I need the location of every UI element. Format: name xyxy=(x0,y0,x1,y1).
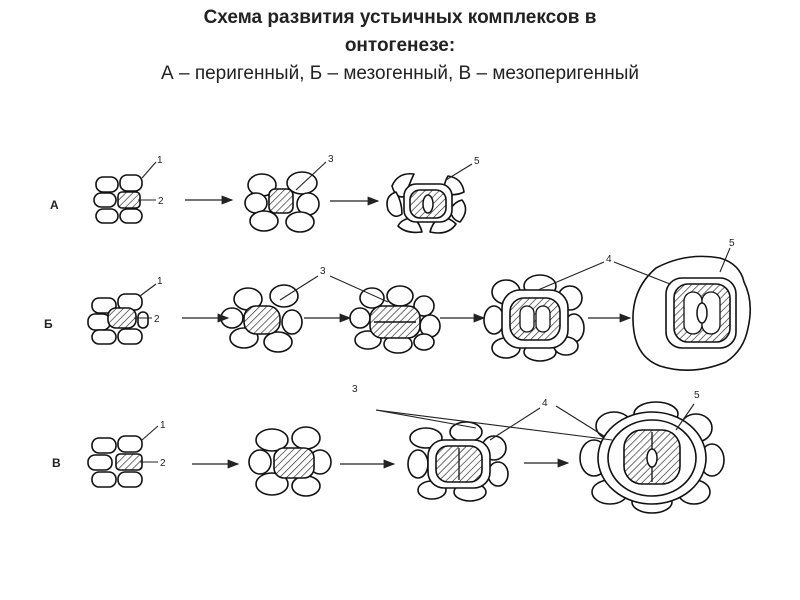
row-label-c: В xyxy=(52,456,61,470)
row-c-callout-5-leader xyxy=(675,403,695,431)
row-label-a: А xyxy=(50,198,59,212)
slide-title: Схема развития устьичных комплексов в он… xyxy=(0,4,800,88)
title-subtitle: А – перигенный, Б – мезогенный, В – мезо… xyxy=(161,63,639,84)
row-b-callout-3b-leader xyxy=(329,275,389,303)
row-b-callout-1: 1 xyxy=(157,276,163,287)
row-b-stage-3 xyxy=(349,285,441,354)
row-label-b: Б xyxy=(44,317,53,331)
row-c-stage-1 xyxy=(87,435,143,488)
title-line-1: Схема развития устьичных комплексов в xyxy=(203,7,597,28)
row-c-stage-3 xyxy=(407,421,509,502)
row-b-callout-5-leader xyxy=(719,247,731,273)
row-c-callout-3b-leader xyxy=(375,409,613,441)
row-c-callout-1-leader xyxy=(141,425,159,441)
row-b-stage-4 xyxy=(483,274,585,362)
row-a-callout-3: 3 xyxy=(328,154,334,165)
row-a-callout-5-leader xyxy=(445,163,473,181)
row-a-callout-2: 2 xyxy=(158,196,164,207)
row-b-stage-1 xyxy=(87,293,149,345)
row-c-callout-1: 1 xyxy=(160,420,166,431)
row-a-stage-1 xyxy=(93,174,143,224)
row-b-callout-3a-leader xyxy=(279,275,319,301)
row-b-callout-3: 3 xyxy=(320,266,326,277)
row-c-stage-2 xyxy=(248,426,332,497)
title-line-2: онтогенезе: xyxy=(344,35,456,56)
row-a-callout-3-leader xyxy=(295,161,327,191)
row-c-callout-5: 5 xyxy=(694,390,700,401)
row-b-callout-2: 2 xyxy=(154,314,160,325)
row-a-callout-1: 1 xyxy=(157,155,163,166)
row-b-callout-4: 4 xyxy=(606,254,612,265)
row-b-stage-5 xyxy=(632,255,752,371)
row-b-callout-4b-leader xyxy=(613,261,671,285)
row-b-callout-1-leader xyxy=(139,283,157,297)
row-a-callout-5: 5 xyxy=(474,156,480,167)
row-c-callout-3: 3 xyxy=(352,384,358,395)
row-c-callout-4: 4 xyxy=(542,398,548,409)
row-c-callout-2: 2 xyxy=(160,458,166,469)
row-c-stage-4 xyxy=(579,401,725,514)
row-a-stage-2 xyxy=(244,171,320,233)
row-c-callout-4b-leader xyxy=(555,405,605,437)
row-c-callout-4a-leader xyxy=(489,407,541,441)
row-b-callout-5: 5 xyxy=(729,238,735,249)
row-c-callout-3a-leader xyxy=(375,409,477,429)
row-a-callout-1-leader xyxy=(141,161,157,179)
row-b-callout-4a-leader xyxy=(537,261,605,291)
row-a-stage-3 xyxy=(386,172,467,234)
row-b-stage-2 xyxy=(220,284,303,353)
